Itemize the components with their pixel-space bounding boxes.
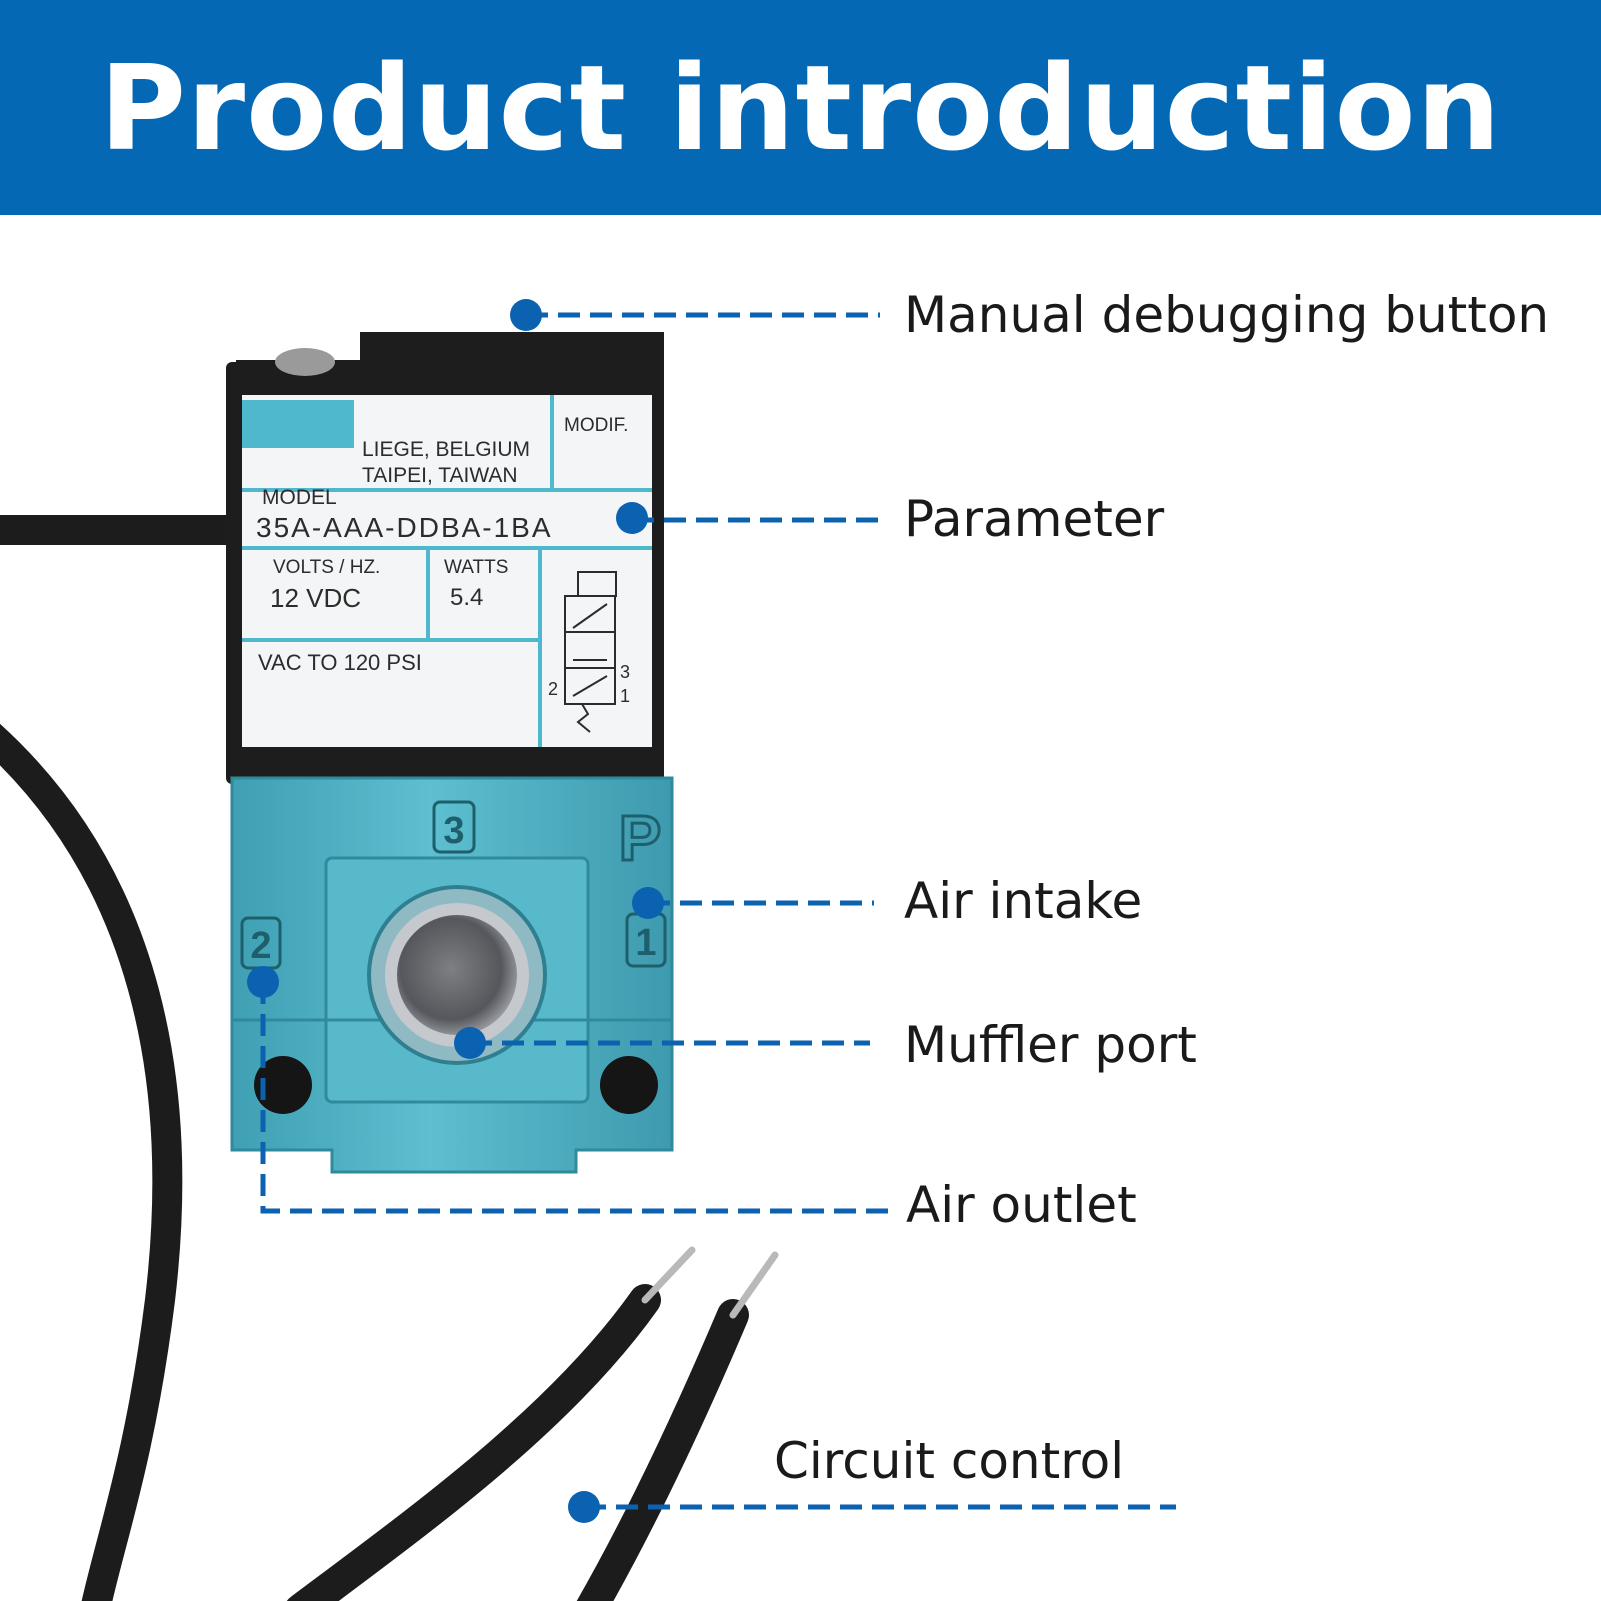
label-volts-value: 12 VDC — [270, 583, 361, 613]
dot-air-intake — [632, 887, 664, 919]
label-model-number: 35A-AAA-DDBA-1BA — [256, 512, 553, 543]
mount-hole-left — [254, 1056, 312, 1114]
wire-ends — [641, 1246, 779, 1319]
muffler-port-opening — [397, 915, 517, 1035]
label-watts-value: 5.4 — [450, 584, 483, 611]
port-2-mark: 2 — [250, 925, 271, 967]
label-muffler-port: Muffler port — [904, 1016, 1197, 1074]
callout-dots — [247, 299, 664, 1523]
label-watts-heading: WATTS — [444, 557, 508, 578]
label-circuit-control: Circuit control — [774, 1432, 1125, 1490]
label-pressure-rating: VAC TO 120 PSI — [258, 650, 422, 675]
symbol-port-2: 2 — [548, 679, 558, 699]
symbol-port-3: 3 — [620, 662, 630, 682]
label-volts-heading: VOLTS / HZ. — [273, 557, 380, 578]
dot-circuit-control — [568, 1491, 600, 1523]
dot-manual-button — [510, 299, 542, 331]
spec-label-plate: LIEGE, BELGIUM TAIPEI, TAIWAN MODIF. MOD… — [242, 395, 652, 747]
label-parameter: Parameter — [904, 490, 1165, 548]
dot-muffler-port — [454, 1027, 486, 1059]
manual-override-screw — [275, 348, 335, 376]
valve-body: 3 P 2 1 — [230, 776, 674, 1174]
label-air-intake: Air intake — [904, 872, 1143, 930]
port-p-mark: P — [619, 802, 662, 874]
electrical-cable — [0, 515, 749, 1601]
port-3-mark: 3 — [443, 810, 464, 852]
label-model-heading: MODEL — [262, 486, 337, 509]
label-manual-debugging-button: Manual debugging button — [904, 286, 1550, 344]
page-title: Product introduction — [99, 38, 1502, 177]
mount-hole-right — [600, 1056, 658, 1114]
label-origin-line1: LIEGE, BELGIUM — [362, 438, 530, 461]
valve-schematic-symbol — [564, 571, 617, 733]
dot-air-outlet — [247, 966, 279, 998]
callout-leaders — [260, 312, 1176, 1510]
dot-parameter — [616, 502, 648, 534]
port-1-mark: 1 — [635, 922, 656, 964]
title-banner: Product introduction — [0, 0, 1601, 215]
label-origin-line2: TAIPEI, TAIWAN — [362, 464, 518, 487]
label-modif: MODIF. — [564, 415, 628, 436]
label-air-outlet: Air outlet — [906, 1176, 1137, 1234]
symbol-port-1: 1 — [620, 686, 630, 706]
